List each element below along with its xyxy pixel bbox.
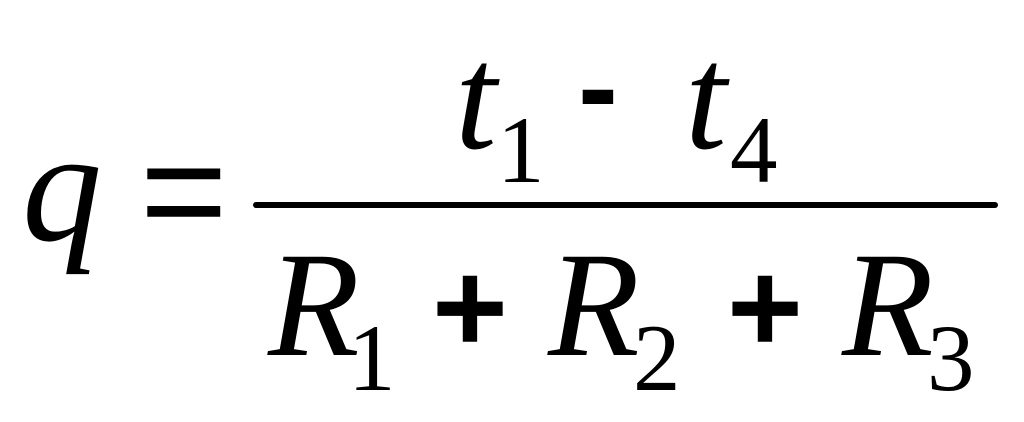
plus-sign-1: + [432,234,508,380]
denominator: R 1 + R 2 + R 3 [267,222,975,411]
equals-sign: = [140,106,228,274]
numerator-var-2: t [685,15,730,181]
denominator-sub-1: 1 [348,305,396,411]
denominator-var-2: R [547,222,640,388]
minus-sign: - [578,20,618,154]
numerator-sub-2: 4 [730,97,778,203]
denominator-sub-3: 3 [927,305,975,411]
fraction-bar [253,202,998,208]
plus-sign-2: + [727,234,803,380]
numerator: t 1 - t 4 [455,15,778,203]
numerator-sub-1: 1 [497,97,545,203]
numerator-var-1: t [455,15,500,181]
lhs-variable: q [22,97,102,275]
denominator-var-3: R [841,222,934,388]
denominator-var-1: R [267,222,360,388]
denominator-sub-2: 2 [633,305,681,411]
